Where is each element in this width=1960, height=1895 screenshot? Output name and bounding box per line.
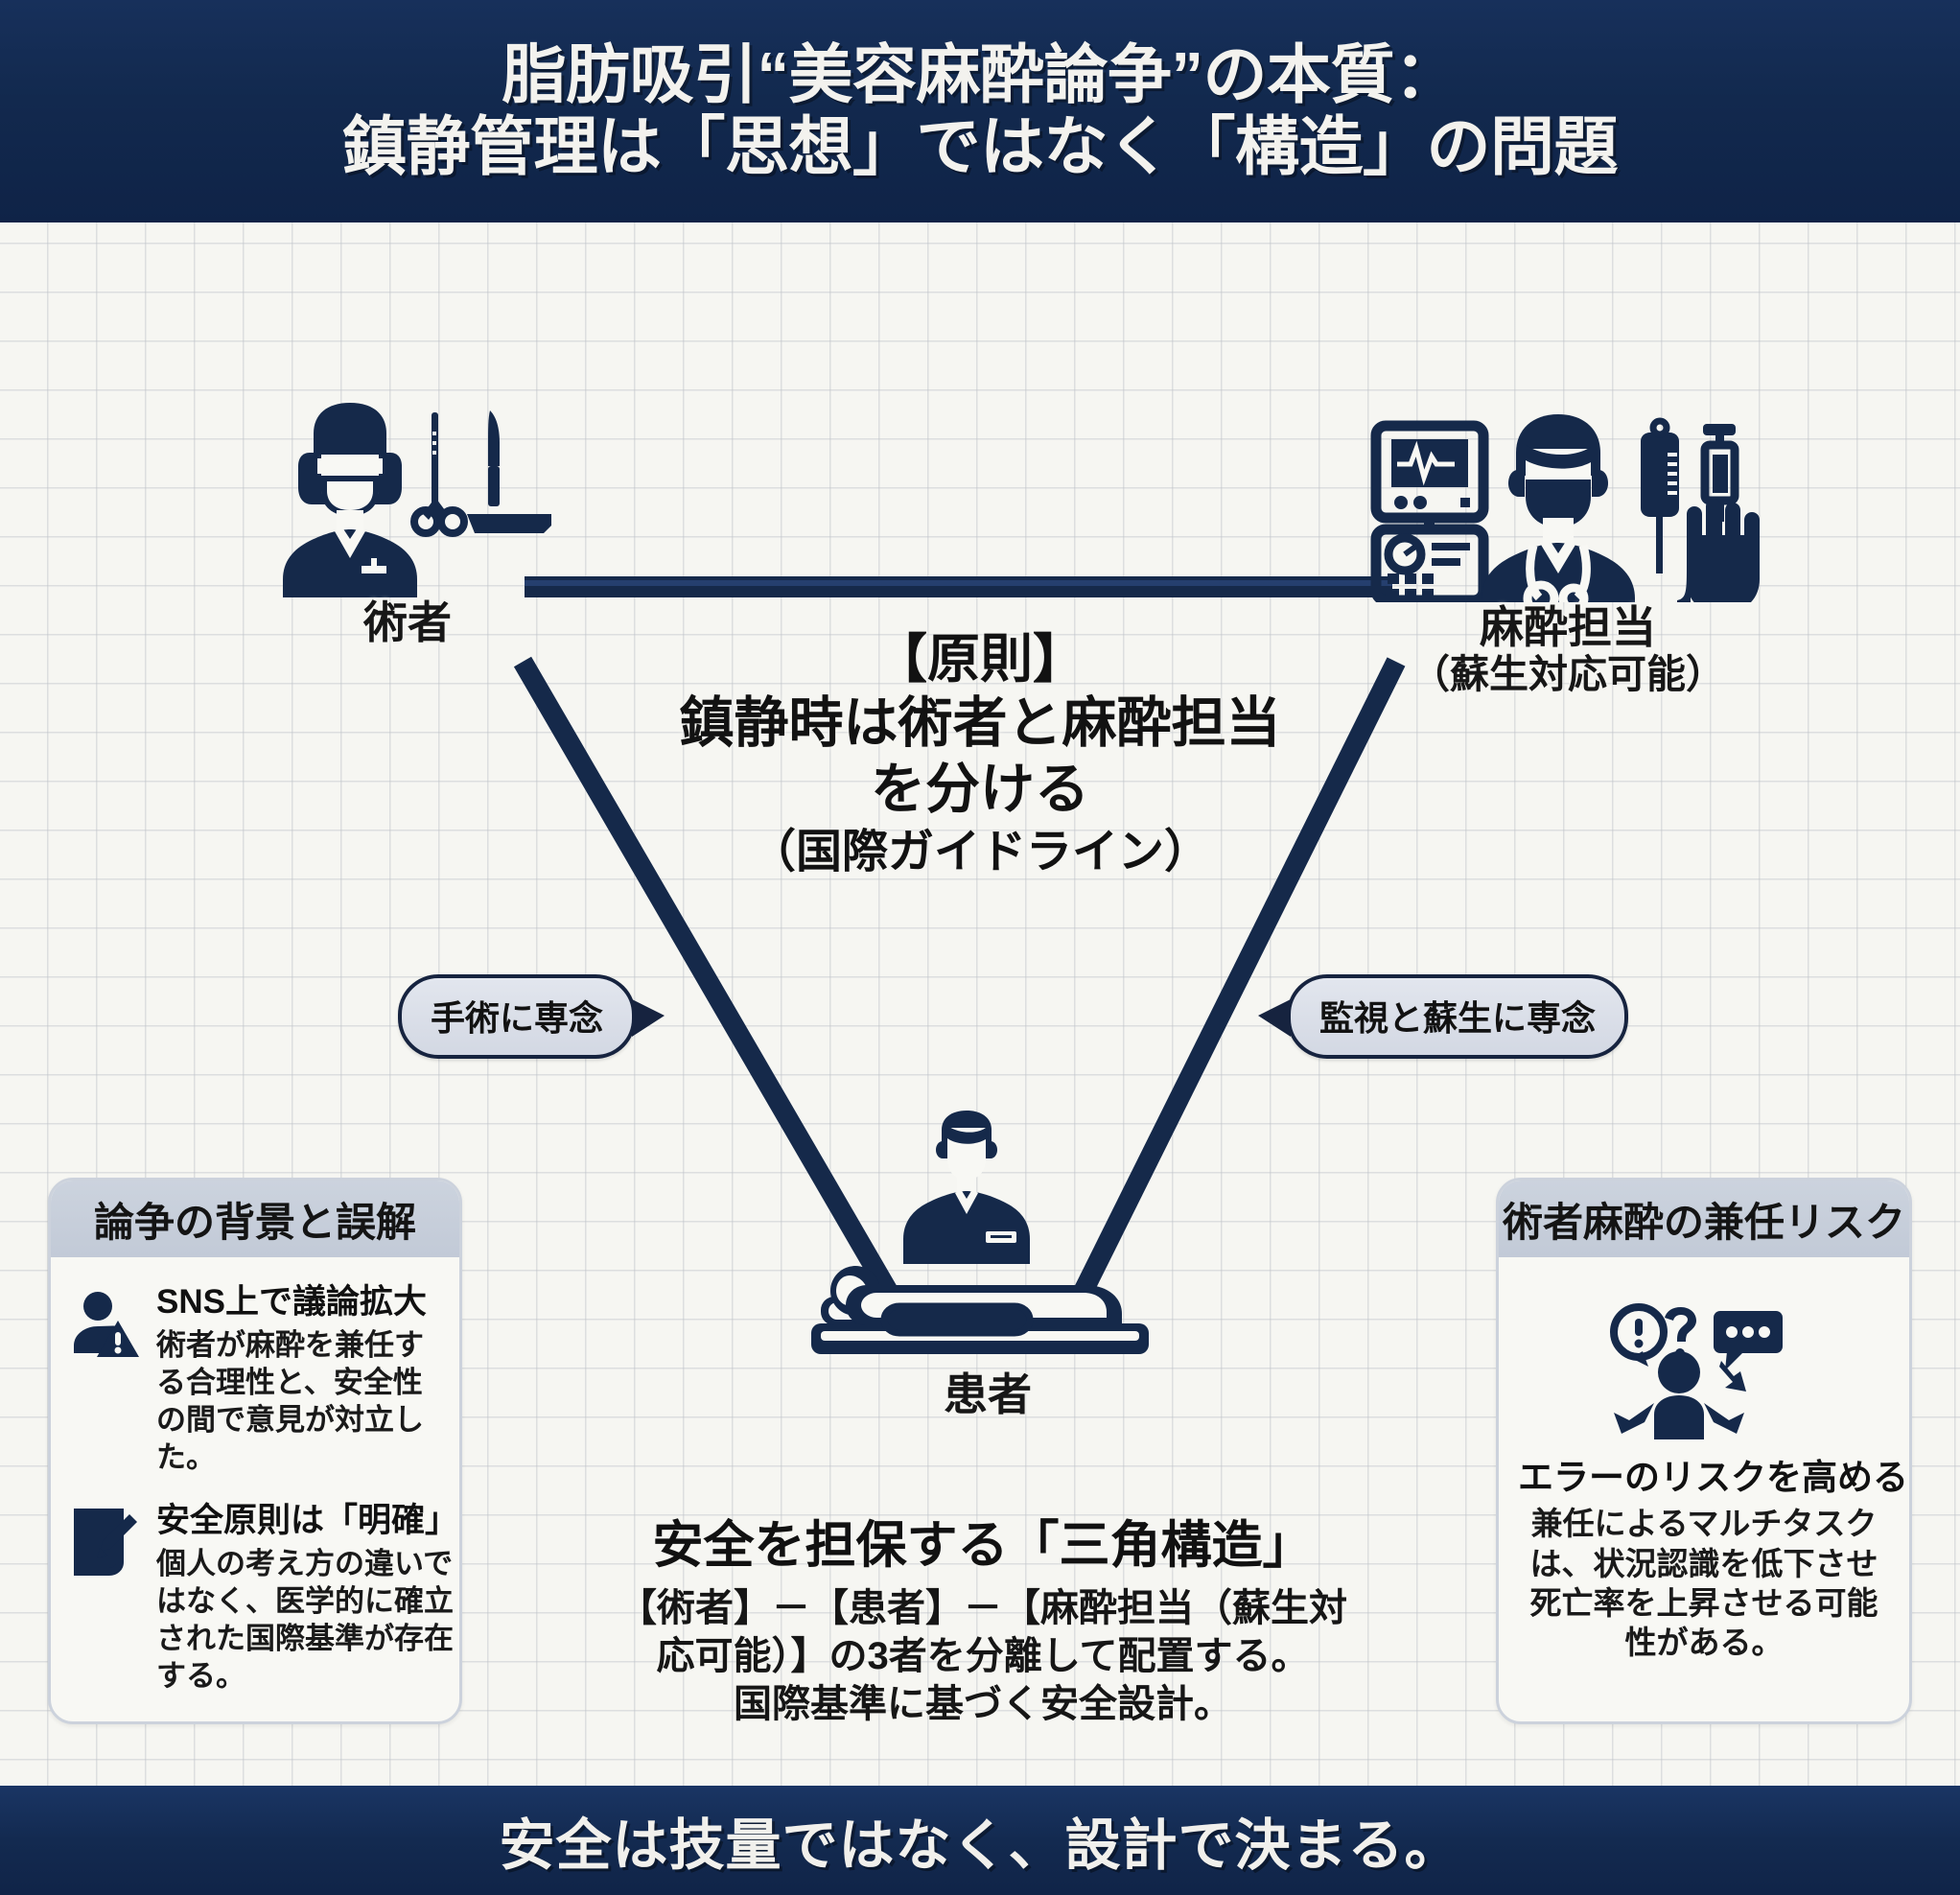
surgeon-with-instruments-icon: [206, 391, 609, 597]
summary-block: 安全を担保する「三角構造」 【術者】－【患者】－【麻酔担当（蘇生対 応可能）】の…: [561, 1515, 1405, 1729]
patient-on-table-icon: [767, 1111, 1208, 1369]
list-item-desc: 個人の考え方の違いではなく、医学的に確立された国際基準が存在する。: [156, 1546, 454, 1693]
list-item-desc: 術者が麻酔を兼任する合理性と、安全性の間で意見が対立した。: [156, 1327, 424, 1474]
header-banner: 脂肪吸引“美容麻酔論争”の本質： 鎮静管理は「思想」ではなく「構造」の問題: [0, 0, 1960, 222]
card-debate-background: 論争の背景と誤解 SNS上で議論拡大 術者が麻酔を兼任する合理性と、安全性の間で…: [48, 1178, 462, 1724]
summary-desc-line2: 応可能）】の3者を分離して配置する。: [656, 1634, 1310, 1677]
node-anesthesiologist-sublabel: （蘇生対応可能）: [1411, 652, 1725, 697]
node-anesthesiologist: 麻酔担当 （蘇生対応可能）: [1342, 410, 1793, 698]
bubble-surgeon-focus: 手術に専念: [398, 974, 665, 1059]
card-right-heading: エラーのリスクを高める: [1518, 1458, 1908, 1497]
anesthesiologist-with-monitor-icon: [1342, 410, 1793, 602]
list-item: SNS上で議論拡大 術者が麻酔を兼任する合理性と、安全性の間で意見が対立した。: [70, 1282, 440, 1476]
card-left-title: 論争の背景と誤解: [93, 1199, 416, 1245]
summary-desc-line1: 【術者】－【患者】－【麻酔担当（蘇生対: [618, 1586, 1347, 1629]
node-surgeon: 術者: [206, 391, 609, 647]
list-item-text: 安全原則は「明確」 個人の考え方の違いではなく、医学的に確立された国際基準が存在…: [156, 1501, 458, 1695]
summary-title: 安全を担保する「三角構造」: [652, 1517, 1314, 1574]
header-title-line1: 脂肪吸引“美容麻酔論争”の本質：: [502, 38, 1459, 111]
header-title-line2: 鎮静管理は「思想」ではなく「構造」の問題: [342, 111, 1619, 183]
card-left-body: SNS上で議論拡大 術者が麻酔を兼任する合理性と、安全性の間で意見が対立した。: [51, 1257, 459, 1716]
card-right-desc: 兼任によるマルチタスクは、状況認識を低下させ死亡率を上昇させる可能性がある。: [1529, 1506, 1878, 1661]
node-patient: 患者: [767, 1111, 1208, 1419]
confused-person-multitask-icon: [1518, 1296, 1890, 1439]
card-right-body: エラーのリスクを高める 兼任によるマルチタスクは、状況認識を低下させ死亡率を上昇…: [1499, 1257, 1909, 1683]
node-anesthesiologist-label: 麻酔担当: [1480, 602, 1656, 652]
principle-text-block: 【原則】 鎮静時は術者と麻酔担当 を分ける （国際ガイドライン）: [491, 628, 1469, 881]
list-item-text: SNS上で議論拡大 術者が麻酔を兼任する合理性と、安全性の間で意見が対立した。: [156, 1282, 440, 1476]
card-right-title: 術者麻酔の兼任リスク: [1502, 1199, 1905, 1245]
person-warning-icon: [70, 1282, 143, 1366]
principle-line3: を分ける: [871, 759, 1089, 821]
principle-line1: 【原則】: [874, 629, 1085, 689]
node-patient-label: 患者: [944, 1369, 1032, 1419]
list-item-title: SNS上で議論拡大: [156, 1283, 427, 1321]
footer-text: 安全は技量ではなく、設計で決まる。: [499, 1814, 1461, 1877]
card-left-header: 論争の背景と誤解: [51, 1181, 459, 1257]
document-pencil-icon: [70, 1501, 143, 1584]
list-item: 安全原則は「明確」 個人の考え方の違いではなく、医学的に確立された国際基準が存在…: [70, 1501, 458, 1695]
summary-desc-line3: 国際基準に基づく安全設計。: [734, 1683, 1232, 1726]
node-surgeon-label: 術者: [363, 597, 452, 647]
list-item-title: 安全原則は「明確」: [156, 1501, 459, 1539]
card-dual-role-risk: 術者麻酔の兼任リスク: [1496, 1178, 1912, 1724]
principle-line2: 鎮静時は術者と麻酔担当: [679, 691, 1281, 754]
card-right-header: 術者麻酔の兼任リスク: [1499, 1181, 1909, 1257]
footer-banner: 安全は技量ではなく、設計で決まる。: [0, 1786, 1960, 1895]
bubble-anesthesia-focus: 監視と蘇生に専念: [1257, 974, 1629, 1059]
principle-line4: （国際ガイドライン）: [749, 826, 1210, 877]
